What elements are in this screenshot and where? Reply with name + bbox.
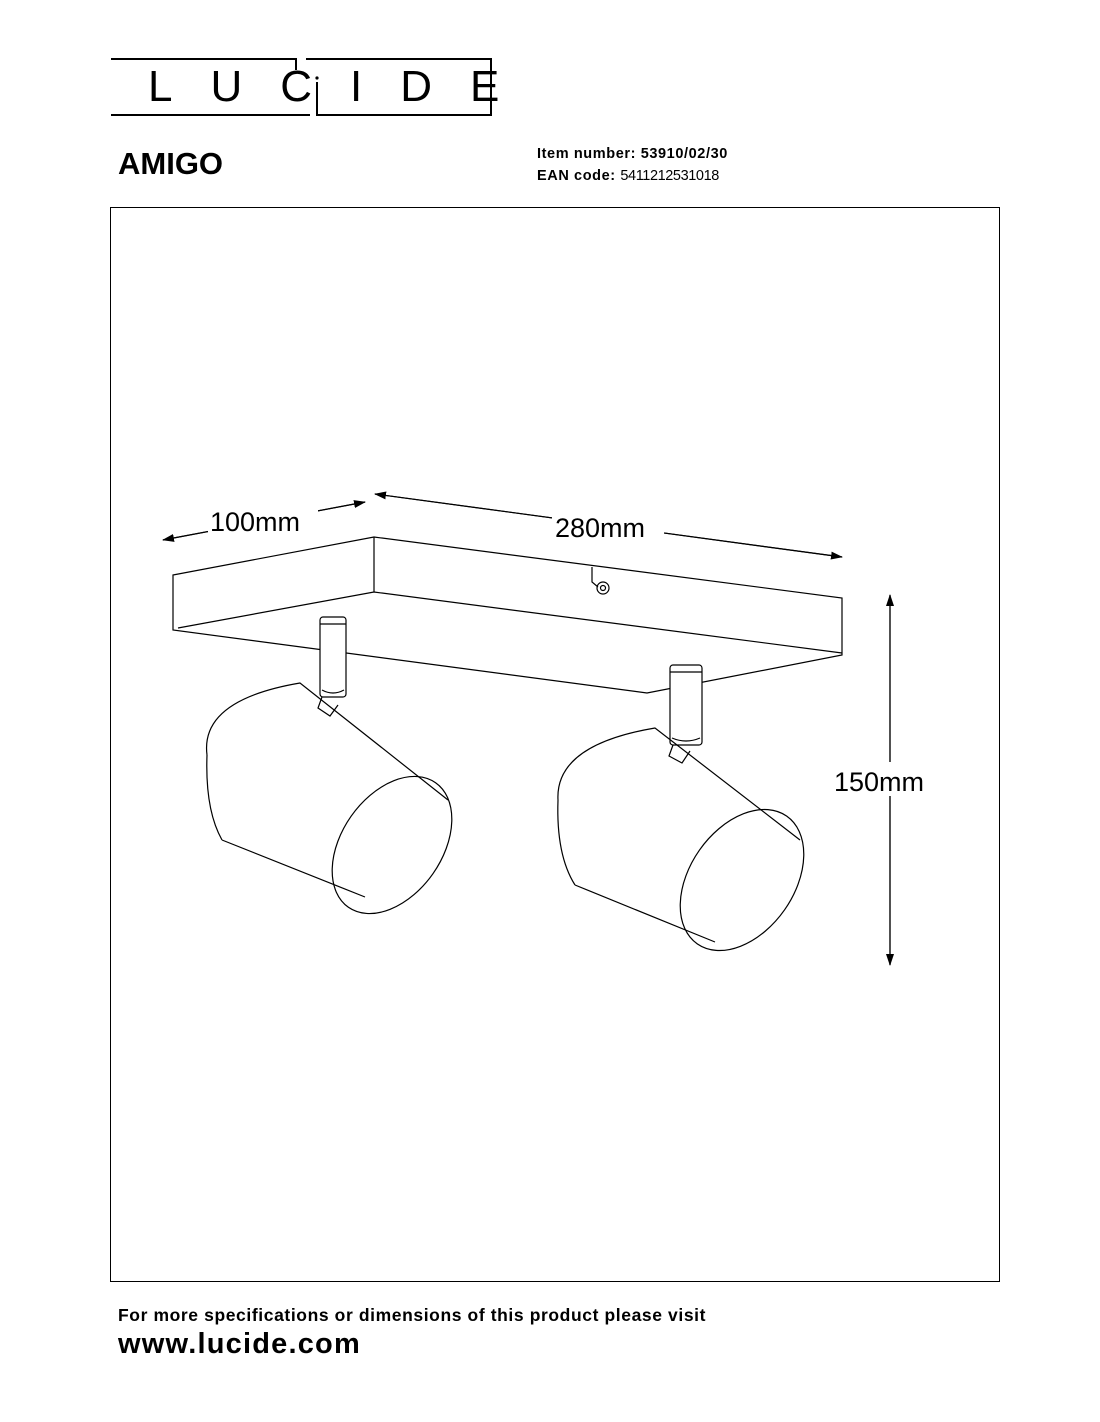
right-spotlight xyxy=(557,727,805,952)
ean-code-label: EAN code: xyxy=(537,168,616,184)
screw-icon xyxy=(596,581,610,595)
left-spotlight xyxy=(205,682,453,915)
website-link[interactable]: www.lucide.com xyxy=(118,1328,361,1360)
item-number-value: 53910/02/30 xyxy=(640,146,728,162)
right-stem xyxy=(669,664,703,746)
item-number: Item number: 53910/02/30 xyxy=(537,146,728,162)
length-label: 280mm xyxy=(555,513,645,543)
height-label: 150mm xyxy=(834,767,924,797)
ean-code-value: 5411212531018 xyxy=(620,168,719,184)
depth-label: 100mm xyxy=(210,507,300,537)
item-number-label: Item number: xyxy=(537,146,637,162)
lucide-logo-frame xyxy=(111,58,492,116)
product-name: AMIGO xyxy=(118,146,224,181)
footer-note: For more specifications or dimensions of… xyxy=(118,1305,707,1325)
drawing-frame xyxy=(110,207,1000,1282)
ceiling-base xyxy=(172,536,843,694)
left-stem xyxy=(319,616,347,698)
ean-code: EAN code: 5411212531018 xyxy=(537,168,719,184)
lucide-logo: LUCIDE xyxy=(148,62,538,111)
